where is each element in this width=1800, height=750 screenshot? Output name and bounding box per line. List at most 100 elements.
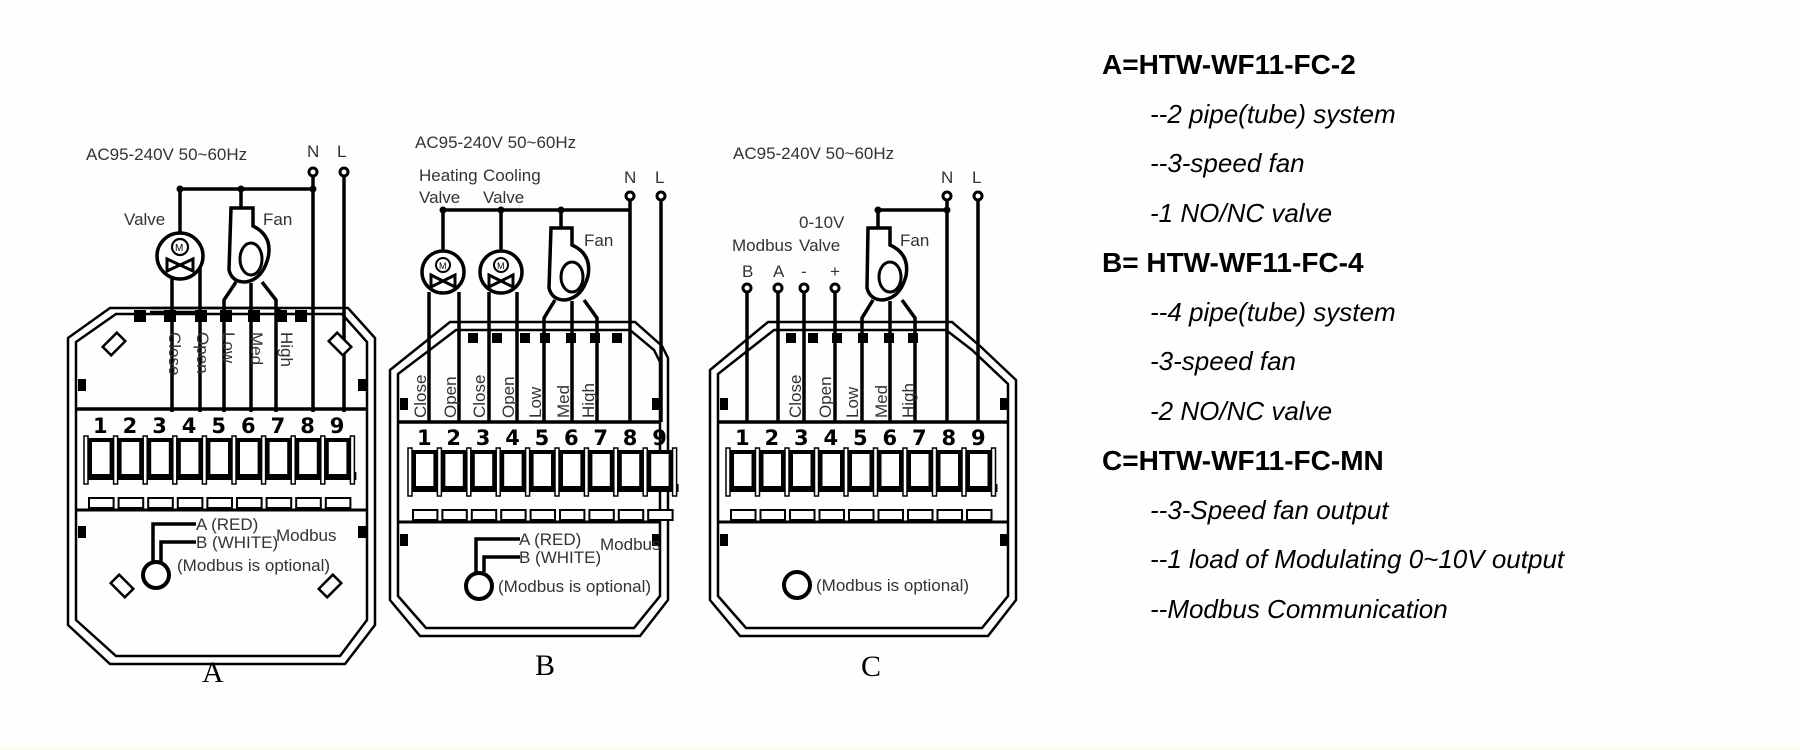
- terminal-number: 9: [652, 426, 667, 450]
- svg-text:Low: Low: [843, 386, 862, 418]
- modbus-note-c: (Modbus is optional): [816, 576, 969, 595]
- terminal-slot: [324, 497, 352, 509]
- line-label-c: L: [972, 168, 981, 187]
- line-label-a: L: [337, 142, 346, 161]
- terminal-separator: [671, 447, 678, 497]
- terminal-slot: [818, 509, 845, 521]
- heating-valve-label: Heating: [419, 166, 478, 185]
- terminal-separator: [725, 447, 731, 497]
- terminal-number: 8: [942, 426, 957, 450]
- terminal-slot: [617, 509, 645, 521]
- svg-text:Close: Close: [165, 332, 184, 375]
- neutral-terminal-c: [941, 190, 953, 202]
- terminal-number: 5: [211, 414, 226, 438]
- terminal-number: 2: [765, 426, 780, 450]
- terminal-slot: [848, 509, 875, 521]
- terminal-screw: [88, 438, 114, 478]
- supply-label-a: AC95-240V 50~60Hz: [86, 145, 247, 164]
- svg-text:M: M: [439, 261, 447, 271]
- modbus-group-label: Modbus: [732, 236, 792, 255]
- svg-text:Valve: Valve: [419, 188, 460, 207]
- model-a-feature: -1 NO/NC valve: [1150, 197, 1333, 228]
- terminal-separator: [231, 435, 237, 485]
- terminal-slot: [117, 497, 145, 509]
- svg-text:Med: Med: [872, 385, 891, 418]
- terminal-number: 4: [505, 426, 520, 450]
- motorized-valve-icon: M: [155, 231, 205, 281]
- terminal-slot: [588, 509, 615, 521]
- model-c-title: C=HTW-WF11-FC-MN: [1102, 445, 1384, 476]
- terminal-screw: [265, 438, 292, 478]
- terminal-separator: [961, 447, 967, 497]
- model-spec-list: A=HTW-WF11-FC-2 --2 pipe(tube) system --…: [1102, 40, 1782, 634]
- terminal-slot: [147, 497, 174, 509]
- thermostat-backplate-b: [388, 320, 670, 638]
- terminal-number: 9: [330, 414, 345, 438]
- terminal-slot: [441, 509, 468, 521]
- terminal-separator: [931, 447, 938, 497]
- model-b-feature: --4 pipe(tube) system: [1150, 296, 1396, 327]
- terminal-number: 6: [883, 426, 898, 450]
- terminal-number: 8: [300, 414, 315, 438]
- wiring-diagrams: AC95-240V 50~60Hz N L Valve M Fan: [66, 133, 1018, 689]
- signal-terminal-minus-label: -: [801, 262, 807, 281]
- terminal-screw: [877, 450, 903, 490]
- terminal-screw: [147, 438, 173, 478]
- line-terminal-c: [972, 190, 984, 202]
- svg-text:Open: Open: [441, 376, 460, 418]
- neutral-terminal-b: [624, 190, 636, 202]
- terminal-slot: [966, 509, 993, 521]
- terminal-number: 7: [593, 426, 608, 450]
- supply-label-c: AC95-240V 50~60Hz: [733, 144, 894, 163]
- terminal-slot: [470, 509, 498, 521]
- terminal-number: 6: [241, 414, 256, 438]
- terminal-screw: [559, 450, 585, 490]
- svg-text:Close: Close: [470, 375, 489, 418]
- neutral-label-b: N: [624, 168, 636, 187]
- model-a-feature: --3-speed fan: [1150, 148, 1305, 178]
- terminal-separator: [201, 435, 208, 485]
- terminal-number: 3: [476, 426, 491, 450]
- terminal-separator: [613, 447, 619, 497]
- terminal-screw: [412, 450, 438, 490]
- terminal-screw: [848, 450, 874, 490]
- svg-text:M: M: [497, 261, 505, 271]
- modbus-label-a: Modbus: [276, 526, 336, 545]
- model-b-feature: -2 NO/NC valve: [1150, 395, 1333, 426]
- terminal-screw: [500, 450, 526, 490]
- model-c-feature: --3-Speed fan output: [1150, 494, 1389, 525]
- terminal-slot: [206, 497, 233, 509]
- terminal-number: 1: [93, 414, 108, 438]
- figure-label-a: A: [202, 656, 224, 689]
- terminal-number: 4: [182, 414, 197, 438]
- svg-text:Open: Open: [816, 376, 835, 418]
- svg-text:Close: Close: [786, 375, 805, 418]
- terminal-screw: [617, 450, 644, 490]
- terminal-slot: [936, 509, 963, 521]
- terminal-number: 7: [912, 426, 927, 450]
- terminal-screw: [907, 450, 933, 490]
- terminal-separator: [843, 447, 849, 497]
- terminal-function-labels-c: Close Open Low Med High: [786, 375, 918, 418]
- terminal-screw: [730, 450, 756, 490]
- terminal-number: 1: [417, 426, 432, 450]
- modbus-a-label: A (RED): [519, 530, 581, 549]
- model-b-feature: -3-speed fan: [1150, 346, 1296, 376]
- neutral-terminal-a: [307, 166, 319, 178]
- terminal-slot: [907, 509, 934, 521]
- svg-text:Open: Open: [499, 376, 518, 418]
- terminal-screw: [441, 450, 467, 490]
- terminal-separator: [872, 447, 879, 497]
- fan-icon: [227, 206, 271, 284]
- svg-text:Valve: Valve: [799, 236, 840, 255]
- line-terminal-b: [655, 190, 667, 202]
- svg-text:High: High: [579, 383, 598, 418]
- terminal-screw: [936, 450, 962, 490]
- terminal-slot: [295, 497, 322, 509]
- terminal-screw: [647, 450, 673, 490]
- signal-terminal-a-label: A: [773, 262, 785, 281]
- terminal-screw: [206, 438, 232, 478]
- terminal-screw: [176, 438, 203, 478]
- terminal-separator: [407, 447, 413, 497]
